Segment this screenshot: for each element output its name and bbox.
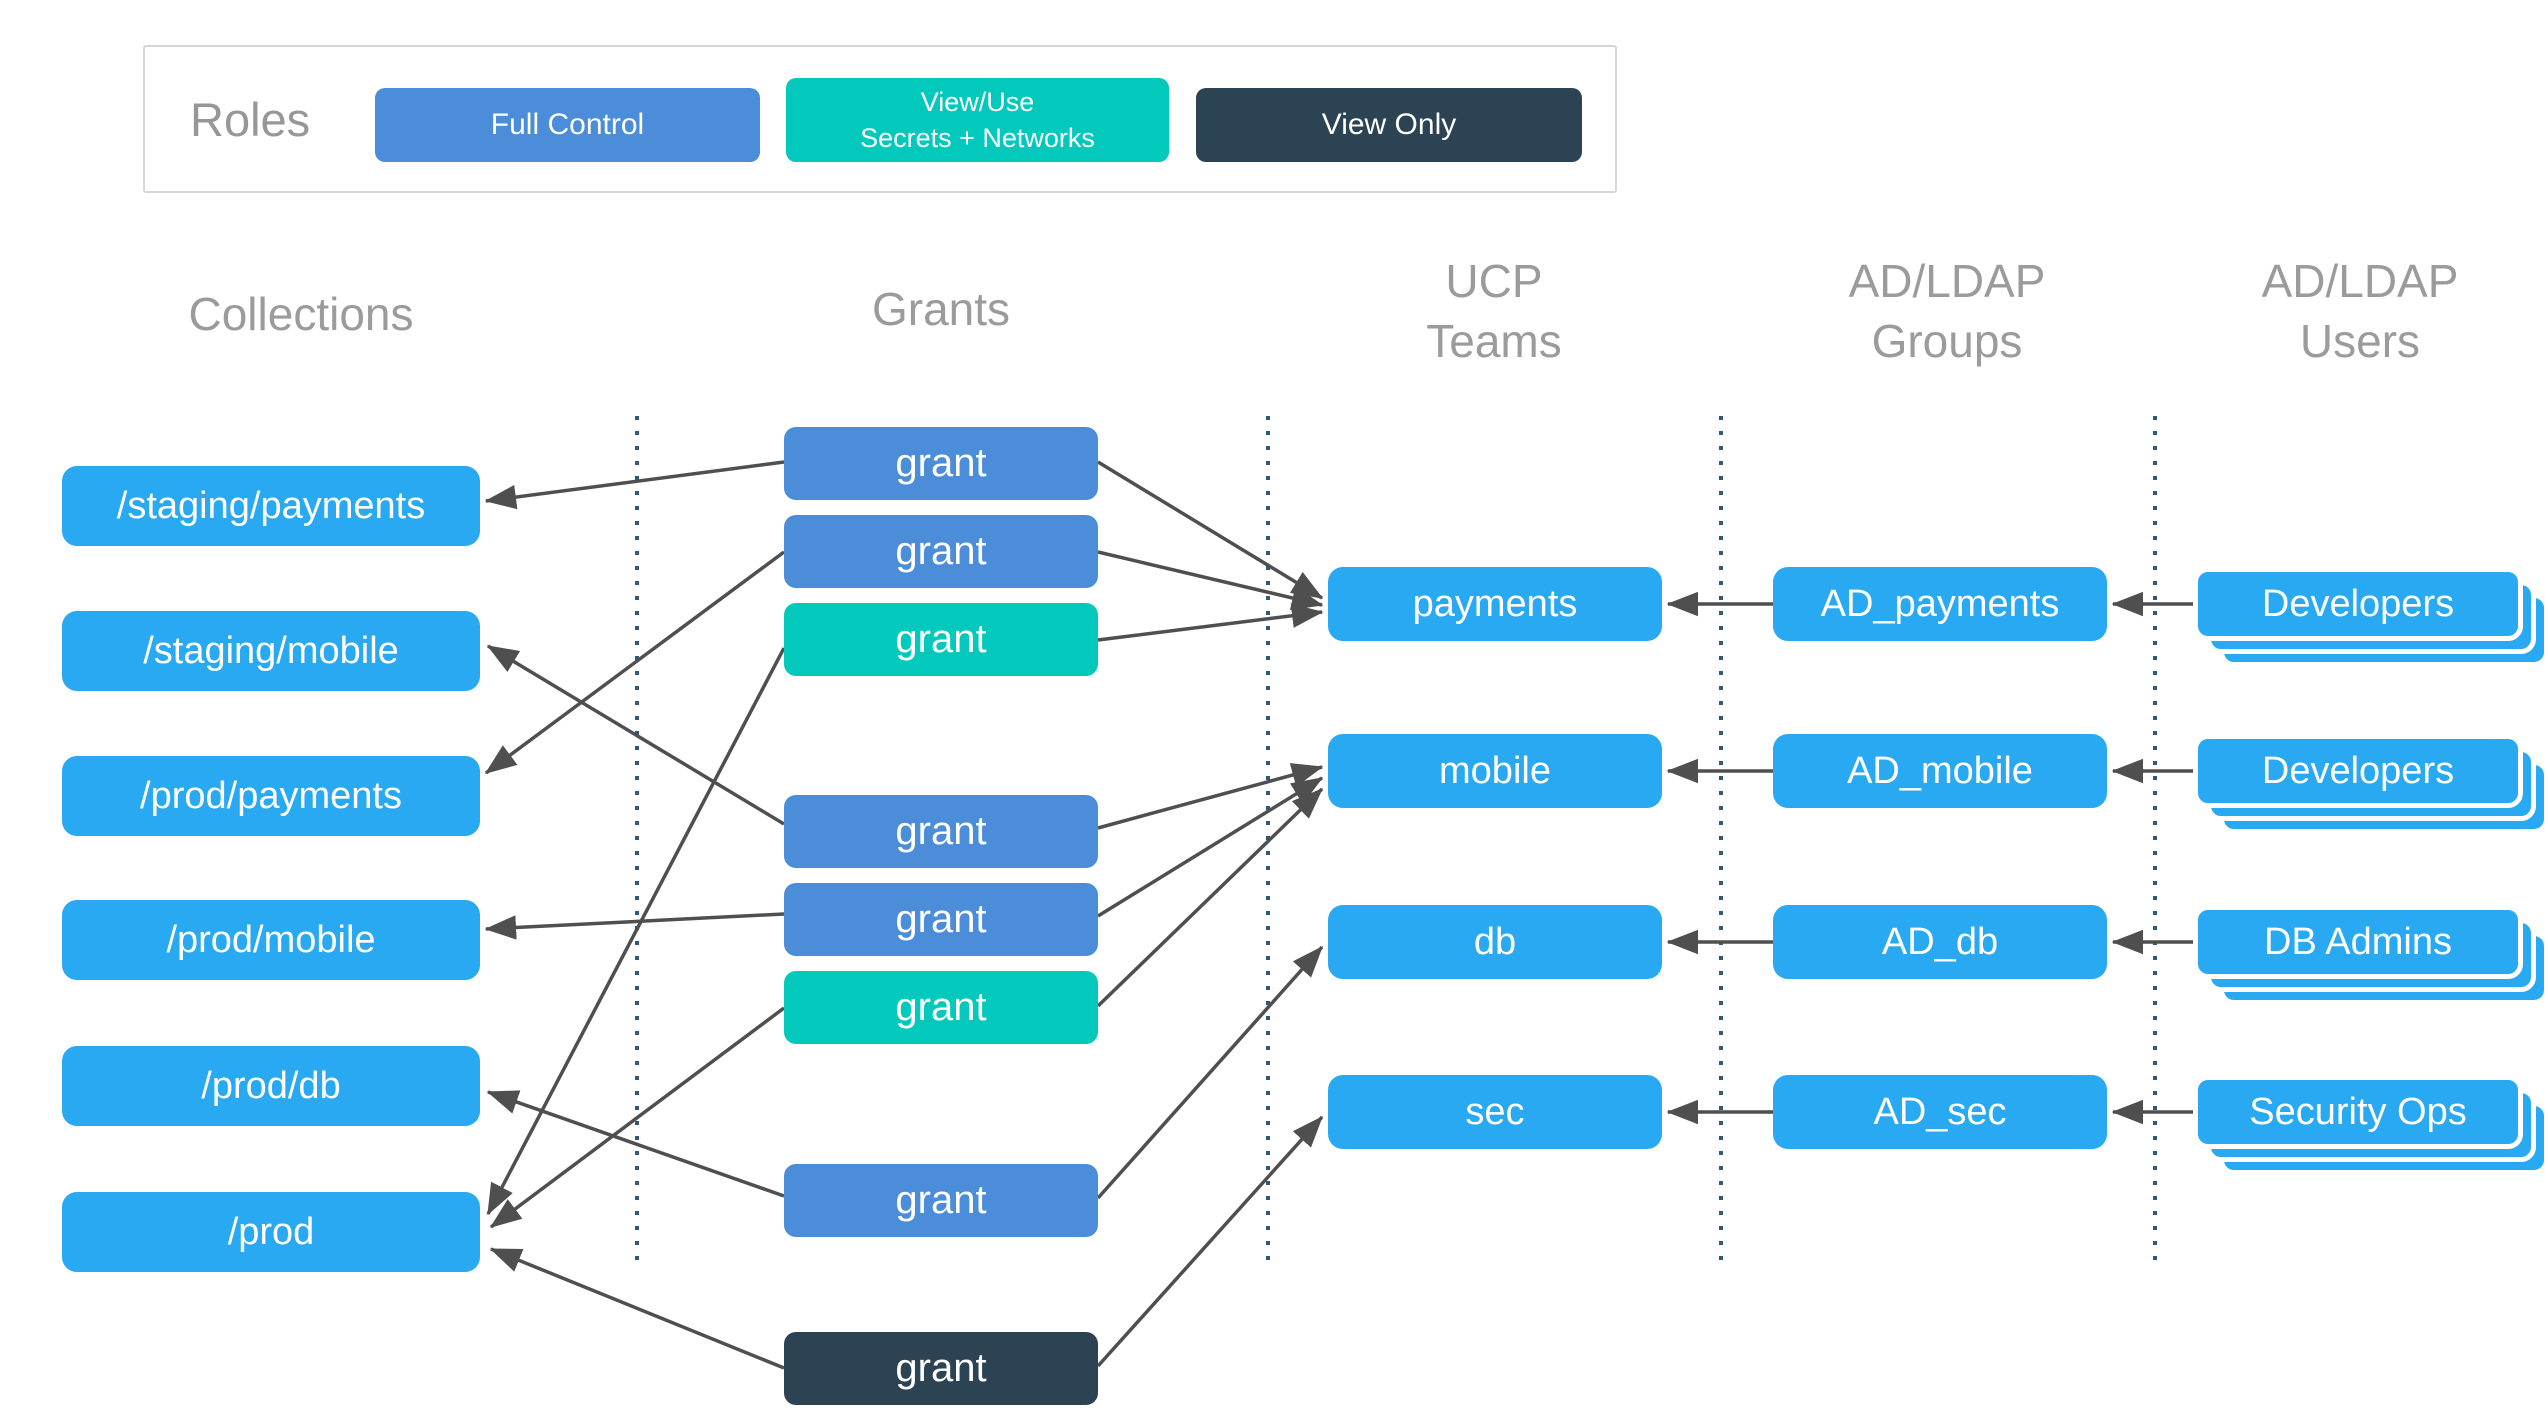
legend-role-label: Full Control	[490, 107, 645, 141]
collection-prod-payments: /prod/payments	[62, 756, 480, 836]
edge-grant1-to-staging-payments	[484, 460, 785, 510]
grant-label: grant	[895, 897, 987, 941]
team-label: mobile	[1439, 749, 1551, 792]
grant-grant7: grant	[784, 1164, 1098, 1237]
user-label: DB Admins	[2264, 920, 2452, 963]
edge-grant4-to-team-mobile	[1097, 763, 1324, 830]
edge-grant5-to-team-mobile	[1097, 776, 1324, 918]
grant-label: grant	[895, 1178, 987, 1222]
collection-label: /staging/mobile	[143, 629, 399, 672]
legend-role-label: View Only	[1321, 107, 1457, 141]
user-users-security-ops: Security Ops	[2193, 1075, 2523, 1149]
grant-label: grant	[895, 809, 987, 853]
column-header-adldap-groups: AD/LDAP Groups	[1849, 252, 2046, 372]
user-label: Developers	[2261, 582, 2455, 625]
collection-label: /prod/payments	[140, 774, 402, 817]
group-label: AD_sec	[1873, 1090, 2007, 1133]
column-header-line: Groups	[1871, 315, 2023, 367]
column-header-grants: Grants	[872, 280, 1010, 340]
user-users-developers-2: Developers	[2193, 734, 2523, 808]
edge-grant8-to-prod	[489, 1247, 785, 1370]
column-header-line: AD/LDAP	[1848, 255, 2046, 308]
collection-staging-payments: /staging/payments	[62, 466, 480, 546]
column-header-line: AD/LDAP	[2261, 255, 2459, 308]
team-team-payments: payments	[1328, 567, 1662, 641]
edge-grant1-to-team-payments	[1097, 460, 1324, 600]
column-header-collections: Collections	[189, 285, 414, 345]
team-team-mobile: mobile	[1328, 734, 1662, 808]
grant-label: grant	[895, 529, 987, 573]
edge-grant6-to-team-mobile	[1096, 787, 1324, 1008]
user-users-db-admins: DB Admins	[2193, 905, 2523, 979]
edge-grant8-to-team-sec	[1096, 1115, 1324, 1368]
collection-label: /prod	[227, 1210, 315, 1253]
legend-role-full-control: Full Control	[375, 88, 760, 162]
edge-grant7-to-team-db	[1096, 945, 1324, 1200]
grant-grant8: grant	[784, 1332, 1098, 1405]
collection-label: /prod/mobile	[166, 918, 376, 961]
collection-prod-db: /prod/db	[62, 1046, 480, 1126]
edge-grant7-to-prod-db	[486, 1090, 785, 1198]
collection-label: /staging/payments	[116, 484, 426, 527]
grant-label: grant	[895, 985, 987, 1029]
grant-label: grant	[895, 1346, 987, 1390]
team-label: payments	[1412, 582, 1578, 625]
collection-prod: /prod	[62, 1192, 480, 1272]
team-team-db: db	[1328, 905, 1662, 979]
group-label: AD_db	[1881, 920, 1999, 963]
column-header-line: Users	[2299, 315, 2421, 367]
grant-grant3: grant	[784, 603, 1098, 676]
legend-role-label: Secrets + Networks	[860, 123, 1095, 153]
grant-grant4: grant	[784, 795, 1098, 868]
legend-role-label: View/Use	[920, 86, 1035, 117]
edge-grant3-to-team-payments	[1097, 603, 1324, 642]
team-team-sec: sec	[1328, 1075, 1662, 1149]
column-header-line: Teams	[1426, 315, 1562, 367]
edge-grant2-to-prod-payments	[484, 550, 786, 775]
column-header-line: UCP	[1445, 255, 1543, 308]
legend-role-view-only: View Only	[1196, 88, 1582, 162]
user-users-developers-1: Developers	[2193, 567, 2523, 641]
column-header-adldap-users: AD/LDAP Users	[2262, 252, 2459, 372]
user-label: Developers	[2261, 749, 2455, 792]
column-header-line: Grants	[871, 283, 1011, 336]
grant-grant5: grant	[784, 883, 1098, 956]
edge-grant2-to-team-payments	[1097, 550, 1324, 610]
column-header-line: Collections	[188, 288, 414, 341]
grant-grant6: grant	[784, 971, 1098, 1044]
team-label: sec	[1465, 1090, 1525, 1133]
collection-prod-mobile: /prod/mobile	[62, 900, 480, 980]
group-ad-db: AD_db	[1773, 905, 2107, 979]
group-label: AD_mobile	[1847, 749, 2033, 792]
group-ad-sec: AD_sec	[1773, 1075, 2107, 1149]
edge-grant3-to-prod	[486, 647, 786, 1216]
collection-label: /prod/db	[201, 1064, 341, 1107]
grant-grant1: grant	[784, 427, 1098, 500]
grant-label: grant	[895, 441, 987, 485]
team-label: db	[1473, 920, 1517, 963]
edge-grant6-to-prod	[489, 1006, 786, 1229]
group-ad-payments: AD_payments	[1773, 567, 2107, 641]
edge-grant5-to-prod-mobile	[484, 912, 785, 940]
legend-title: Roles	[190, 92, 311, 146]
user-label: Security Ops	[2249, 1090, 2467, 1133]
grant-label: grant	[895, 617, 987, 661]
column-header-ucp-teams: UCP Teams	[1426, 252, 1561, 372]
group-label: AD_payments	[1820, 582, 2060, 625]
collection-staging-mobile: /staging/mobile	[62, 611, 480, 691]
group-ad-mobile: AD_mobile	[1773, 734, 2107, 808]
edge-grant4-to-staging-mobile	[486, 644, 785, 826]
grant-grant2: grant	[784, 515, 1098, 588]
